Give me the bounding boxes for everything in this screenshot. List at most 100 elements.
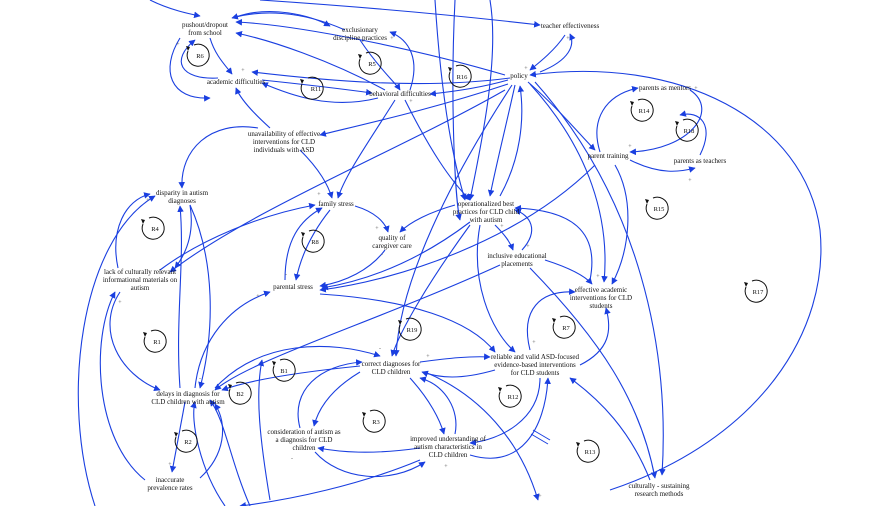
link-behavioral-to-operationalized <box>404 99 471 201</box>
link-parent-training-to-parental-stress <box>319 164 596 293</box>
link-operationalized-to-reliable <box>476 224 516 353</box>
link-policy-to-parent-training <box>527 81 596 151</box>
link-operationalized-to-policy <box>499 85 525 197</box>
link-r1-sweep <box>190 401 226 506</box>
link-pushout-loop-r6 <box>169 37 211 102</box>
link-inclusive-to-operationalized <box>514 208 533 251</box>
link-operationalized-to-parental-stress <box>321 221 471 291</box>
link-policy-to-academic <box>251 69 511 85</box>
loop-r11: R11 <box>300 76 324 100</box>
link-exclusionary-to-behavioral <box>359 39 401 91</box>
link-correct-to-bottom <box>424 371 540 501</box>
link-delays-to-correct <box>214 345 381 389</box>
link-family-stress-to-parental-stress <box>293 209 331 281</box>
link-parent-training-to-parents-mentors <box>596 86 639 153</box>
sign: + <box>375 226 379 232</box>
loop-r17: R17 <box>744 279 768 303</box>
link-correct-to-improved <box>409 377 446 435</box>
link-quality-to-parental-stress <box>319 249 386 289</box>
sign: - <box>199 376 201 382</box>
svg-text:R16: R16 <box>457 74 469 81</box>
svg-text:R18: R18 <box>684 128 695 135</box>
link-unavailability-to-disparity <box>178 126 259 189</box>
loop-r5: R5 <box>358 51 382 75</box>
link-top-to-teacher-effectiveness <box>259 0 541 28</box>
loop-r15: R15 <box>645 196 669 220</box>
loop-r2: R2 <box>174 429 198 453</box>
link-policy-to-lack <box>169 89 506 273</box>
sign: + <box>176 42 180 48</box>
link-policy-to-unavailability <box>319 83 509 137</box>
link-policy-to-behavioral <box>429 79 509 97</box>
svg-text:R6: R6 <box>196 53 204 60</box>
sign: + <box>444 464 448 470</box>
loop-r19: R19 <box>398 317 422 341</box>
sign: - <box>381 252 383 258</box>
link-policy-to-culturally <box>534 81 666 476</box>
sign: + <box>596 274 600 280</box>
link-lack-to-disparity <box>115 192 151 269</box>
link-left-bottom-sweep <box>77 195 156 506</box>
link-pushout-to-academic <box>209 37 233 75</box>
link-improved-to-correct <box>419 376 457 435</box>
loop-r16: R16 <box>448 64 472 88</box>
link-parental-stress-to-reliable <box>319 293 496 353</box>
link-reliable-to-improved <box>469 377 541 446</box>
link-lack-to-delays <box>109 291 161 391</box>
link-r7-loop <box>526 288 576 351</box>
sign: + <box>688 178 692 184</box>
link-operationalized-to-inclusive <box>494 224 515 251</box>
sign: + <box>526 244 530 250</box>
link-unavailability-to-academic <box>235 87 271 129</box>
link-disparity-to-delays <box>189 204 211 389</box>
svg-text:R8: R8 <box>311 239 319 246</box>
link-delays-to-disparity <box>177 205 184 389</box>
link-b1-loop <box>257 359 271 501</box>
node-parent-training: parent training <box>587 152 629 160</box>
link-lack-to-family-stress <box>159 202 316 271</box>
sign: + <box>168 462 172 468</box>
link-exclusionary-to-pushout <box>231 12 346 31</box>
sign: + <box>694 86 698 92</box>
sign: + <box>524 66 528 72</box>
sign: + <box>241 68 245 74</box>
link-r17-big-loop <box>529 70 822 491</box>
link-parent-training-to-effective <box>611 164 629 285</box>
sign: + <box>317 192 321 198</box>
loop-r4: R4 <box>141 216 165 240</box>
link-improved-to-bottom-left <box>239 459 421 506</box>
loop-r1: R1 <box>143 329 167 353</box>
sign: + <box>409 99 413 105</box>
svg-text:R19: R19 <box>407 327 418 334</box>
sign: + <box>256 294 260 300</box>
loop-r6: R6 <box>186 43 210 67</box>
sign: + <box>118 300 122 306</box>
causal-links <box>77 0 822 506</box>
svg-text:R12: R12 <box>508 394 519 401</box>
svg-text:B2: B2 <box>236 391 244 398</box>
sign: + <box>426 354 430 360</box>
link-family-stress-to-quality <box>354 205 390 233</box>
loop-b2: B2 <box>228 381 252 405</box>
svg-text:R13: R13 <box>585 449 596 456</box>
sign: - <box>291 456 293 462</box>
link-inclusive-to-effective <box>544 259 593 285</box>
loop-markers: R6 R5 R16 R11 R14 R18 R15 R4 <box>141 43 768 463</box>
polarity-signs: + + + + + + + + + + + + - + + + - + - + … <box>118 36 698 500</box>
sign: + <box>538 494 542 500</box>
svg-text:R3: R3 <box>372 419 380 426</box>
link-policy-to-operationalized <box>487 84 516 197</box>
node-policy: policy <box>510 72 528 80</box>
node-academic-difficulties: academic difficulties <box>207 78 266 86</box>
sign: - <box>379 346 381 352</box>
link-top-to-pushout <box>149 0 201 19</box>
loop-r8: R8 <box>301 229 325 253</box>
svg-text:R4: R4 <box>151 226 159 233</box>
